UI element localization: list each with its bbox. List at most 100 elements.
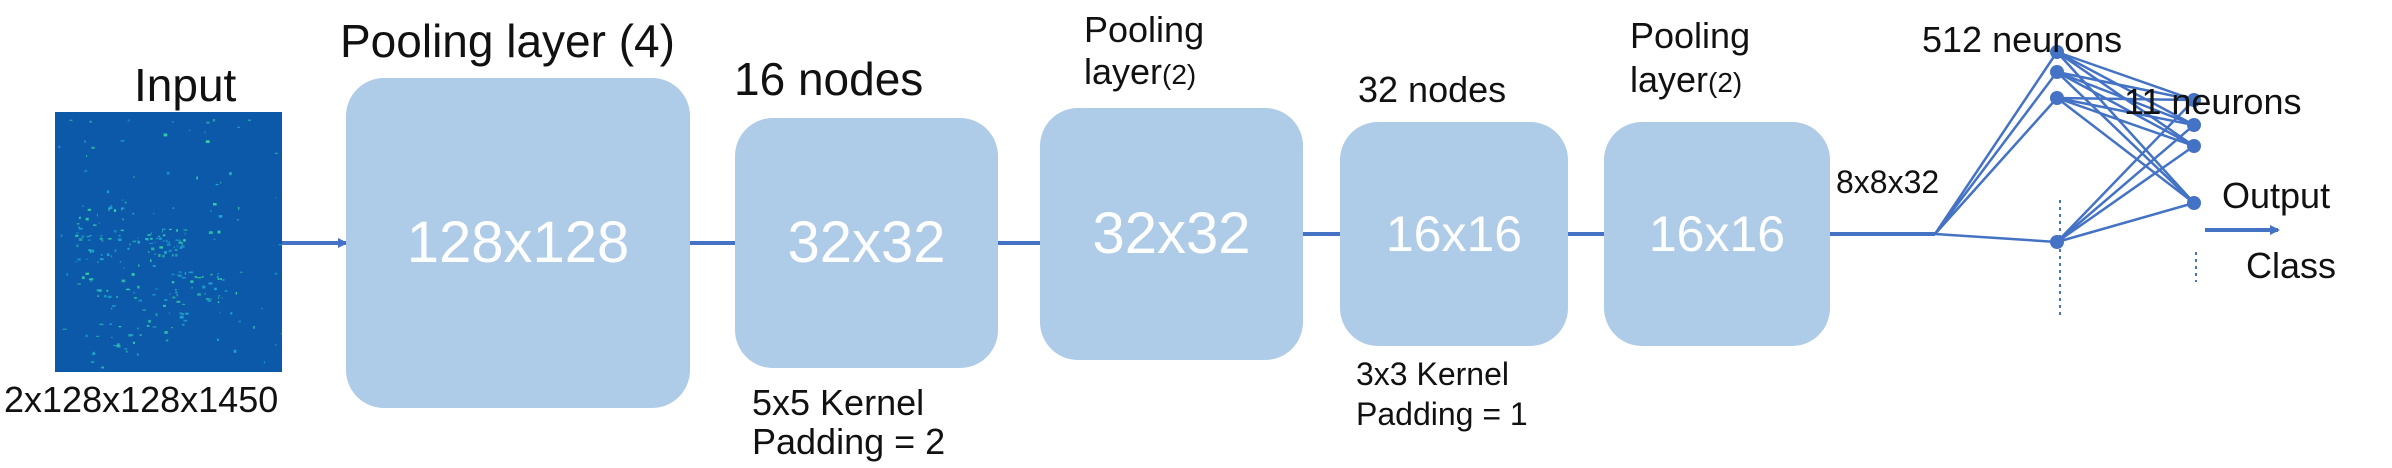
pool1-box: 128x128 <box>346 78 690 408</box>
pool2-size: 32x32 <box>1092 201 1251 266</box>
input-speckle <box>112 305 116 307</box>
input-speckle <box>212 119 216 122</box>
input-speckle <box>239 271 243 273</box>
input-speckle <box>97 261 99 263</box>
input-speckle <box>110 205 113 207</box>
conv1-padding: Padding = 2 <box>752 421 946 462</box>
pool3-title-line2: layer(2) <box>1630 62 1742 98</box>
input-speckle <box>106 190 110 194</box>
conv2-padding: Padding = 1 <box>1356 396 1528 432</box>
input-speckle <box>58 145 61 148</box>
conv2-box: 16x16 <box>1340 122 1568 346</box>
input-speckle <box>163 240 165 242</box>
input-speckle <box>88 278 92 280</box>
hidden-neuron-0 <box>2050 45 2064 59</box>
input-speckle <box>117 238 122 242</box>
input-speckle <box>162 228 166 231</box>
fc-nodes <box>2050 45 2201 249</box>
input-speckle <box>84 140 86 143</box>
output-neuron-0 <box>2187 93 2201 107</box>
pool3-title-main: layer <box>1630 59 1709 100</box>
fc-edge-2-1 <box>2056 96 2195 127</box>
input-speckle <box>180 245 185 248</box>
input-speckle <box>162 234 166 237</box>
input-speckle <box>217 296 220 299</box>
input-speckle <box>171 281 175 284</box>
pool2-box: 32x32 <box>1040 108 1303 360</box>
conv2-size: 16x16 <box>1385 206 1523 262</box>
input-speckle <box>162 230 163 233</box>
input-speckle <box>110 255 113 258</box>
fc-edge-3-2 <box>2056 144 2195 244</box>
input-speckle <box>75 234 79 237</box>
input-speckle <box>181 242 183 246</box>
output-neuron-2 <box>2187 139 2201 153</box>
input-speckle <box>171 121 174 123</box>
input-speckle <box>178 239 182 242</box>
input-speckle <box>176 300 181 303</box>
input-speckle <box>235 292 237 295</box>
input-speckle <box>253 326 256 329</box>
input-speckle <box>205 140 210 143</box>
input-speckle <box>164 251 167 254</box>
input-speckle <box>182 303 186 305</box>
fc-edge-branch-2 <box>1934 97 2058 235</box>
input-speckle <box>100 237 102 241</box>
input-speckle <box>274 152 278 155</box>
fc-edge-0-3 <box>2056 51 2195 204</box>
conv1-title: 16 nodes <box>734 53 924 105</box>
input-speckle <box>171 326 174 329</box>
input-speckle <box>104 295 107 298</box>
input-speckle <box>150 237 153 240</box>
input-speckle <box>213 238 216 240</box>
input-speckle <box>75 232 79 234</box>
input-speckle <box>138 299 143 302</box>
pool3-size: 16x16 <box>1648 206 1786 262</box>
input-speckle <box>78 226 81 229</box>
input-speckle <box>168 249 172 253</box>
input-speckle <box>166 171 170 175</box>
input-speckle <box>275 197 277 199</box>
input-speckle <box>154 253 156 255</box>
input-speckle <box>201 276 204 278</box>
input-speckle <box>113 209 117 212</box>
input-speckle <box>96 213 98 217</box>
input-speckle <box>137 237 139 239</box>
input-speckle <box>194 275 197 278</box>
input-speckle <box>62 328 67 330</box>
hidden-neuron-3 <box>2050 235 2064 249</box>
input-speckle <box>81 276 85 280</box>
input-speckle <box>76 244 79 248</box>
input-speckle <box>93 224 97 227</box>
input-speckle <box>216 338 219 341</box>
input-speckle <box>197 294 201 296</box>
class-label: Class <box>2246 245 2337 286</box>
input-speckle <box>218 215 223 218</box>
conv1-kernel: 5x5 Kernel <box>752 382 925 423</box>
pool2-title-sub: (2) <box>1162 59 1197 90</box>
input-speckle <box>111 308 113 310</box>
input-speckle <box>261 307 263 310</box>
input-speckle <box>178 271 182 273</box>
input-speckle <box>162 254 165 258</box>
input-speckle <box>136 353 139 356</box>
input-speckle <box>169 293 171 295</box>
input-speckle <box>208 231 213 234</box>
fc-edge-3-1 <box>2056 124 2195 243</box>
fc-edge-branch-0 <box>1933 51 2059 235</box>
input-speckle <box>237 219 239 221</box>
input-speckle <box>166 243 171 246</box>
input-speckle <box>85 217 89 221</box>
conv2-title: 32 nodes <box>1358 69 1507 110</box>
input-speckle <box>188 129 191 132</box>
input-speckle <box>154 241 156 243</box>
input-speckle <box>87 208 91 211</box>
input-speckle <box>217 301 220 303</box>
input-speckle <box>175 253 178 257</box>
input-speckle <box>121 207 125 210</box>
input-speckle <box>100 235 103 237</box>
input-speckle <box>210 273 213 276</box>
input-speckle <box>78 238 83 241</box>
input-speckle <box>206 121 210 124</box>
input-speckle <box>180 313 184 315</box>
